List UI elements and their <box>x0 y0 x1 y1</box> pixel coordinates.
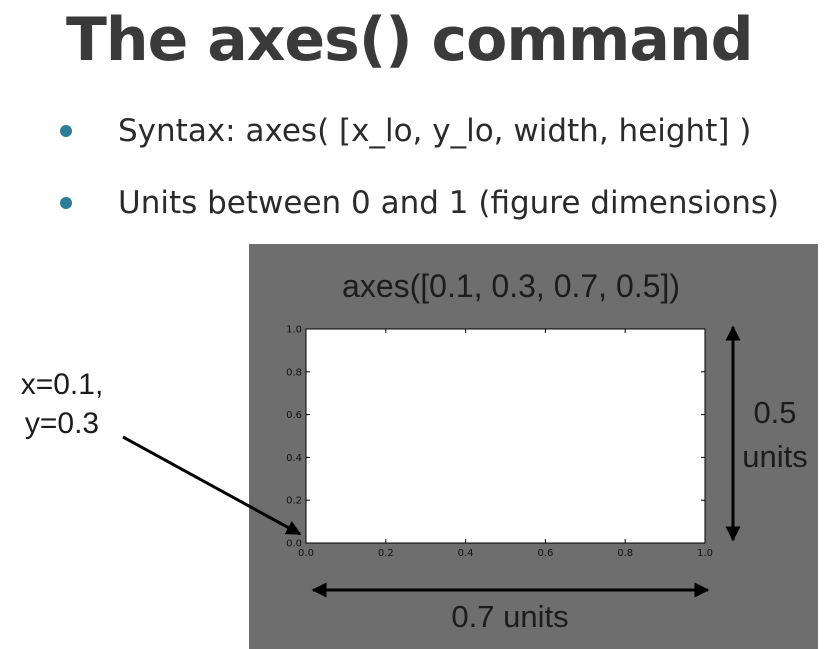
y-tick-label: 0.4 <box>286 453 302 464</box>
y-tick-label: 0.2 <box>286 496 302 507</box>
x-tick-label: 0.6 <box>537 548 553 559</box>
x-tick-label: 0.4 <box>458 548 474 559</box>
x-tick-label: 0.8 <box>617 548 633 559</box>
axes-plot-area <box>305 328 706 544</box>
x-tick-label: 0.0 <box>298 548 314 559</box>
bullet-item: Syntax: axes( [x_lo, y_lo, width, height… <box>0 109 827 153</box>
origin-label-x: x=0.1, <box>21 368 104 401</box>
y-tick-label: 0.8 <box>286 367 302 378</box>
axes-caption: axes([0.1, 0.3, 0.7, 0.5]) <box>342 268 680 304</box>
bullet-text-units: Units between 0 and 1 (figure dimensions… <box>118 185 780 221</box>
x-tick-label: 1.0 <box>697 548 713 559</box>
width-label: 0.7 units <box>451 599 568 634</box>
bullet-item: Units between 0 and 1 (figure dimensions… <box>0 181 827 225</box>
axes-ticks: 0.0 0.2 0.4 0.6 0.8 1.0 0.0 0.2 0.4 0.6 0.8 1.0 <box>286 325 713 560</box>
y-tick-label: 0.0 <box>286 539 302 550</box>
bullet-text-syntax: Syntax: axes( [x_lo, y_lo, width, height… <box>118 113 752 149</box>
x-tick-label: 0.2 <box>378 548 394 559</box>
bullet-dot-icon <box>60 197 72 209</box>
origin-pointer-arrow <box>122 435 302 536</box>
origin-label-y: y=0.3 <box>25 407 99 440</box>
y-tick-label: 1.0 <box>286 325 302 336</box>
slide-title: The axes() command <box>66 5 754 75</box>
height-label-value: 0.5 <box>753 395 796 430</box>
bullet-dot-icon <box>60 125 72 137</box>
y-tick-label: 0.6 <box>286 410 302 421</box>
height-label-units: units <box>742 439 807 474</box>
